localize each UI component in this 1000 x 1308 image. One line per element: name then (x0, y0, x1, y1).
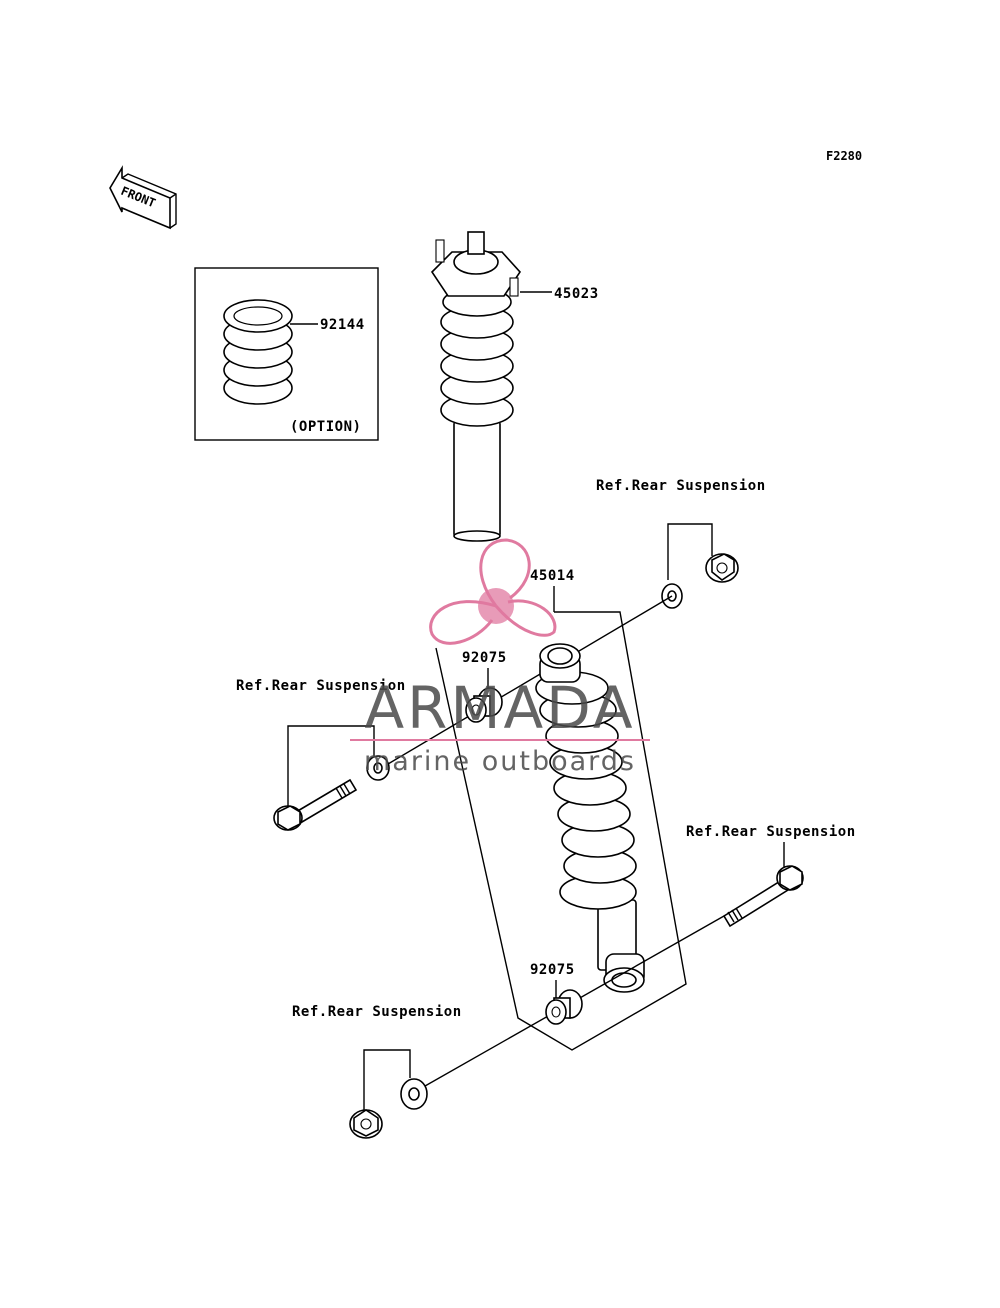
shock-absorber-icon (535, 643, 645, 993)
bushing-icon (465, 687, 503, 723)
coil-spring-icon (223, 299, 293, 405)
option-box: 92144 (OPTION) (194, 267, 379, 441)
watermark-tagline: marine outboards (364, 746, 636, 777)
part-number-92075-lower: 92075 (530, 962, 575, 978)
part-number-92144: 92144 (320, 317, 365, 333)
armada-watermark: ARMADA marine outboards (350, 538, 650, 777)
ref-mid-right: Ref.Rear Suspension (686, 824, 856, 840)
washer-icon (400, 1078, 428, 1110)
front-arrow-icon: FRONT (109, 165, 177, 230)
part-number-45023: 45023 (554, 286, 599, 302)
diagram-code: F2280 (826, 149, 862, 163)
hex-bolt-icon (722, 865, 804, 928)
propeller-logo-icon (429, 538, 557, 645)
flange-nut-icon (705, 553, 739, 583)
ref-mid-left: Ref.Rear Suspension (236, 678, 406, 694)
ref-top-right: Ref.Rear Suspension (596, 478, 766, 494)
bushing-icon (545, 989, 583, 1025)
ref-bottom-left: Ref.Rear Suspension (292, 1004, 462, 1020)
flange-nut-icon (349, 1109, 383, 1139)
washer-icon (366, 755, 390, 781)
watermark-brand: ARMADA (364, 674, 635, 742)
option-note: (OPTION) (290, 419, 361, 435)
upper-shock-icon (430, 231, 522, 542)
part-number-92075-upper: 92075 (462, 650, 507, 666)
hex-bolt-icon (273, 778, 358, 831)
part-number-45014: 45014 (530, 568, 575, 584)
